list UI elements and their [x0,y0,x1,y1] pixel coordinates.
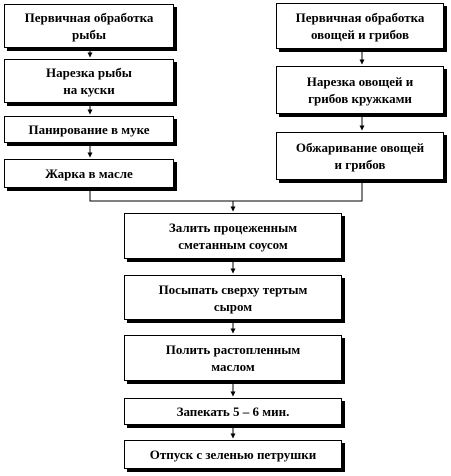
veg-step-slicing: Нарезка овощей и грибов кружками [276,66,444,114]
veg-step-1-label: Первичная обработка овощей и грибов [295,10,425,42]
veg-step-2-label: Нарезка овощей и грибов кружками [306,74,414,106]
veg-step-3-label: Обжаривание овощей и грибов [295,140,425,172]
merge-line-veg [233,180,363,202]
joint-step-cheese: Посыпать сверху тертым сыром [124,275,342,320]
fish-step-2-label: Нарезка рыбы на куски [46,65,132,97]
joint-step-butter: Полить растопленным маслом [124,335,342,381]
joint-step-sauce: Залить процеженным сметанным соусом [124,213,342,259]
fish-step-4-label: Жарка в масле [45,166,133,181]
merge-line-fish [89,188,233,202]
fish-step-3-label: Панирование в муке [28,122,150,137]
joint-step-bake: Запекать 5 – 6 мин. [124,398,342,425]
fish-step-primary-processing: Первичная обработка рыбы [4,4,174,48]
veg-step-primary-processing: Первичная обработка овощей и грибов [276,3,444,49]
fish-step-breading: Панирование в муке [4,116,174,143]
joint-step-1-label: Залить процеженным сметанным соусом [168,220,298,252]
fish-step-1-label: Первичная обработка рыбы [24,10,154,42]
joint-step-2-label: Посыпать сверху тертым сыром [158,281,308,314]
joint-step-serve: Отпуск с зеленью петрушки [124,440,342,469]
joint-step-5-label: Отпуск с зеленью петрушки [149,447,317,462]
joint-step-3-label: Полить растопленным маслом [165,342,301,374]
joint-step-4-label: Запекать 5 – 6 мин. [176,404,290,419]
veg-step-frying: Обжаривание овощей и грибов [276,132,444,180]
fish-step-frying: Жарка в масле [4,159,174,188]
fish-step-cutting: Нарезка рыбы на куски [4,59,174,103]
